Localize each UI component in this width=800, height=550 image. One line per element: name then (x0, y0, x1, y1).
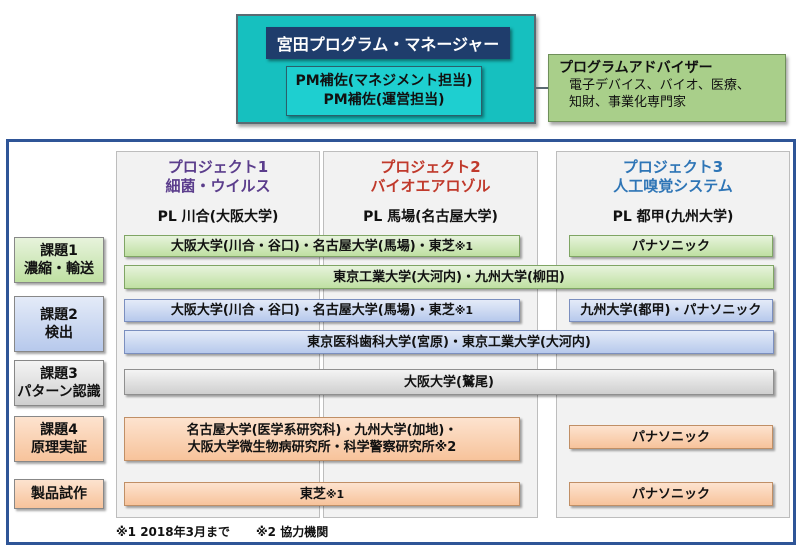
project-3-header: プロジェクト3 人工嗅覚システム (556, 158, 790, 196)
task-4-p12-bar: 名古屋大学(医学系研究科)・九州大学(加地)・ 大阪大学微生物病研究所・科学警察… (124, 417, 520, 461)
task-4-title: 原理実証 (31, 440, 87, 456)
task-2-p12-bar: 大阪大学(川合・谷口)・名古屋大学(馬場)・東芝※1 (124, 299, 520, 322)
task-2-label: 課題2 検出 (14, 296, 104, 352)
task-3-title: パターン認識 (17, 384, 101, 400)
advisor-line-1: 電子デバイス、バイオ、医療、 (569, 78, 750, 93)
task-3-number: 課題3 (40, 366, 78, 382)
task-2-p3-bar: 九州大学(都甲)・パナソニック (569, 299, 773, 322)
task-4-p12-line-2-text: 大阪大学微生物病研究所・科学警察研究所 (187, 440, 435, 455)
task-4-p12-line-1: 名古屋大学(医学系研究科)・九州大学(加地)・ (186, 423, 458, 438)
project-1-header: プロジェクト1 細菌・ウイルス (116, 158, 320, 196)
project-1-name: プロジェクト1 (167, 158, 269, 176)
task-4-p3-bar: パナソニック (569, 425, 773, 449)
task-4-label: 課題4 原理実証 (14, 416, 104, 462)
project-3-subtitle: 人工嗅覚システム (613, 177, 733, 195)
task-1-all-bar: 東京工業大学(大河内)・九州大学(柳田) (124, 265, 774, 289)
pm-assistant-operations: PM補佐(運営担当) (323, 92, 445, 108)
program-advisor-box: プログラムアドバイザー 電子デバイス、バイオ、医療、 知財、事業化専門家 (548, 54, 786, 122)
task-2-all-bar: 東京医科歯科大学(宮原)・東京工業大学(大河内) (124, 330, 774, 354)
project-2-header: プロジェクト2 バイオエアロゾル (323, 158, 538, 196)
advisor-connector (536, 87, 548, 89)
task-5-title: 製品試作 (31, 486, 87, 502)
footnote-mark: ※2 (434, 440, 457, 455)
task-1-title: 濃縮・輸送 (24, 261, 94, 277)
task-4-number: 課題4 (40, 422, 78, 438)
footnote-mark: ※1 (454, 239, 474, 253)
footnote-1: ※1 2018年3月まで (116, 525, 230, 539)
project-3-leader: PL 都甲(九州大学) (612, 209, 734, 225)
footnote-mark: ※1 (454, 304, 474, 317)
project-3-name: プロジェクト3 (622, 158, 724, 176)
task-1-p3-bar: パナソニック (569, 235, 773, 257)
pm-assistants-box: PM補佐(マネジメント担当) PM補佐(運営担当) (286, 66, 482, 116)
task-1-p12-bar: 大阪大学(川合・谷口)・名古屋大学(馬場)・東芝※1 (124, 235, 520, 257)
task-4-p12-line-2: 大阪大学微生物病研究所・科学警察研究所※2 (188, 439, 457, 456)
footnote-mark: ※1 (325, 487, 345, 501)
project-1-subtitle: 細菌・ウイルス (165, 177, 271, 195)
task-5-p3-bar: パナソニック (569, 482, 773, 506)
pm-assistant-management: PM補佐(マネジメント担当) (295, 73, 473, 89)
task-3-label: 課題3 パターン認識 (14, 360, 104, 406)
task-1-p12-text: 大阪大学(川合・谷口)・名古屋大学(馬場)・東芝 (170, 238, 455, 254)
program-manager-title: 宮田プログラム・マネージャー (266, 27, 510, 59)
task-2-title: 検出 (45, 325, 73, 341)
task-2-number: 課題2 (40, 307, 78, 323)
project-1-leader: PL 川合(大阪大学) (157, 209, 279, 225)
project-2-leader: PL 馬場(名古屋大学) (363, 209, 498, 225)
task-3-all-bar: 大阪大学(鷲尾) (124, 369, 774, 395)
project-2-subtitle: バイオエアロゾル (370, 177, 491, 195)
task-1-label: 課題1 濃縮・輸送 (14, 237, 104, 283)
task-2-p12-text: 大阪大学(川合・谷口)・名古屋大学(馬場)・東芝 (170, 303, 455, 318)
project-2-name: プロジェクト2 (380, 158, 481, 176)
task-5-p12-text: 東芝 (299, 486, 326, 502)
task-5-label: 製品試作 (14, 479, 104, 509)
task-1-number: 課題1 (40, 243, 78, 259)
advisor-title: プログラムアドバイザー (559, 60, 713, 76)
advisor-line-2: 知財、事業化専門家 (569, 95, 687, 110)
footnote-2: ※2 協力機関 (256, 525, 329, 539)
task-5-p12-bar: 東芝※1 (124, 482, 520, 506)
